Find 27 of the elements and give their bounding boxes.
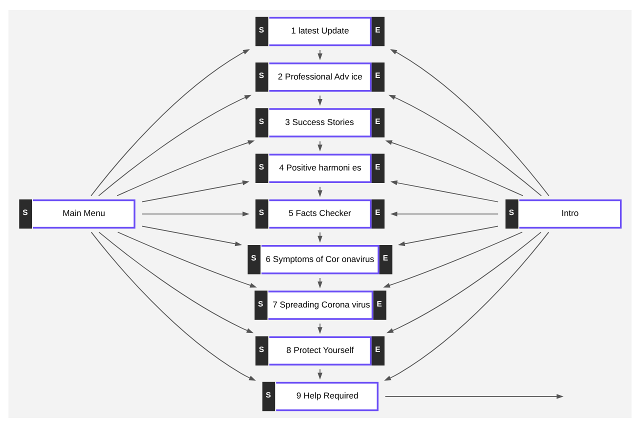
arrow <box>98 94 252 196</box>
arrow <box>318 322 322 334</box>
arrow <box>142 225 242 246</box>
arrow <box>390 48 550 196</box>
arrow <box>90 48 250 196</box>
arrow <box>390 180 499 202</box>
arrow <box>390 211 499 216</box>
arrow <box>318 232 322 242</box>
arrow <box>318 49 322 60</box>
arrow <box>318 140 322 151</box>
arrow <box>383 231 523 288</box>
arrow <box>116 140 255 196</box>
arrow <box>398 225 498 246</box>
arrow <box>388 94 542 196</box>
arrow <box>98 231 254 333</box>
arrow <box>318 186 322 197</box>
arrow <box>385 140 524 196</box>
arrow <box>318 368 322 380</box>
arrow <box>318 277 322 288</box>
arrow <box>117 231 257 288</box>
arrow <box>142 180 250 202</box>
arrow <box>384 394 564 398</box>
arrow <box>384 231 550 380</box>
arrow <box>318 94 322 106</box>
arrow <box>90 231 256 380</box>
arrow <box>142 211 250 216</box>
arrow <box>386 231 542 333</box>
